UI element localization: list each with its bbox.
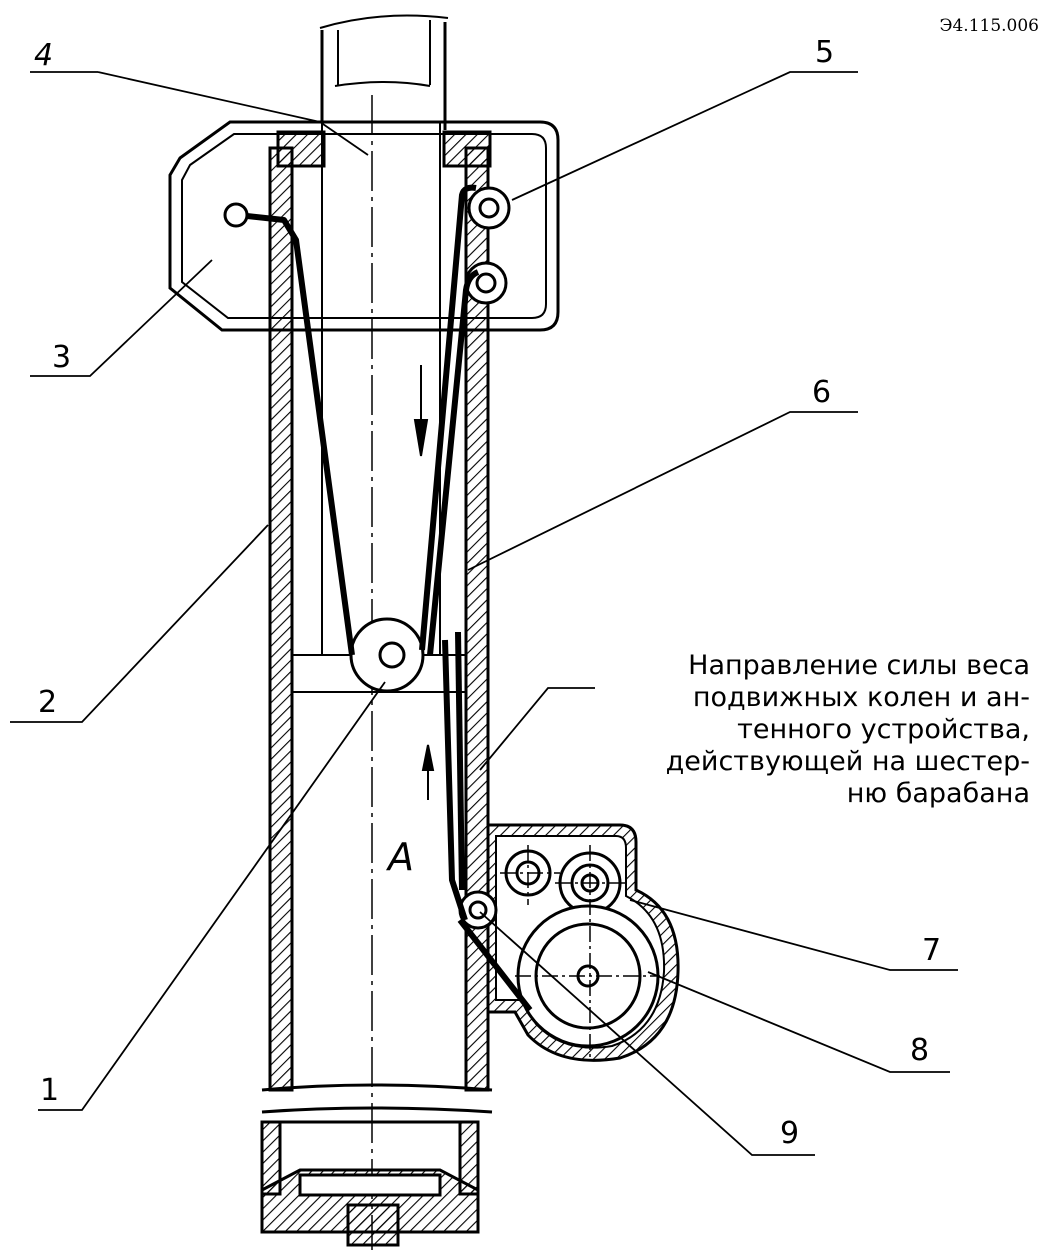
note-line: Направление силы веса	[688, 650, 1030, 681]
tube-bottom	[261, 1083, 493, 1114]
lower-pulley	[349, 617, 425, 693]
cable	[237, 184, 533, 1012]
force-direction-note: Направление силы веса подвижных колен и …	[560, 650, 1030, 810]
callout-5: 5	[815, 35, 834, 70]
top-caps	[276, 130, 492, 168]
callout-7: 7	[922, 933, 941, 968]
upper-housing	[168, 120, 560, 332]
left-tube-wall	[268, 146, 294, 1092]
gear-axes	[500, 845, 660, 1060]
callout-4: 4	[34, 38, 53, 73]
callout-2: 2	[38, 685, 57, 720]
callout-numbers: 4 5 3 6 2 A 7 8 1 9	[34, 35, 941, 1151]
cable-anchor	[223, 202, 249, 228]
direction-arrows	[413, 365, 435, 800]
callout-6: 6	[812, 375, 831, 410]
note-line: действующей на шестер-	[665, 746, 1030, 777]
bottom-plug	[260, 1120, 480, 1247]
callout-3: 3	[52, 340, 71, 375]
callout-1: 1	[40, 1073, 59, 1108]
callout-9: 9	[780, 1116, 799, 1151]
note-line: ню барабана	[846, 778, 1030, 809]
upper-rod	[319, 14, 449, 130]
note-line: тенного устройства,	[737, 714, 1030, 745]
leader-lines	[10, 71, 958, 1156]
callout-a: A	[385, 835, 414, 879]
document-code: Э4.115.006	[939, 16, 1039, 36]
note-line: подвижных колен и ан-	[692, 682, 1030, 713]
callout-8: 8	[910, 1033, 929, 1068]
